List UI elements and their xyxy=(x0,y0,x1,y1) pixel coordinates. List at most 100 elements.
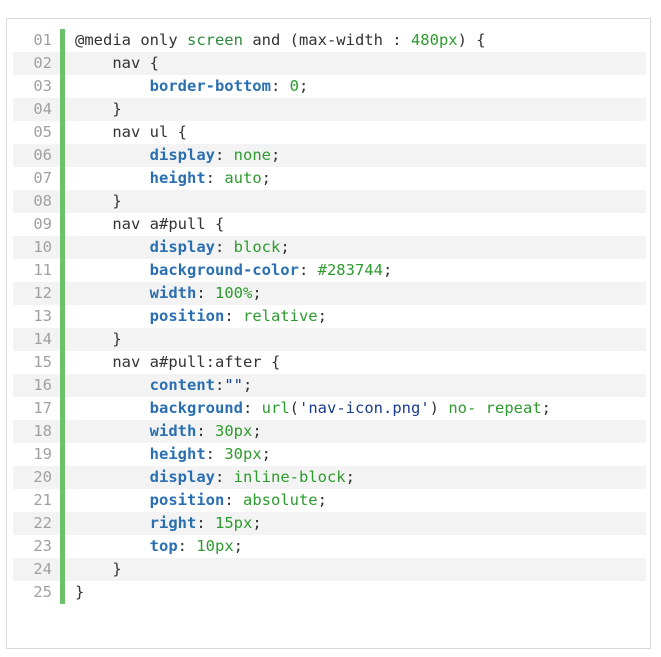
code-token: nav ul { xyxy=(75,123,187,141)
code-text: } xyxy=(65,328,646,351)
code-token: ) { xyxy=(457,31,486,49)
line-number: 21 xyxy=(13,489,65,512)
code-token: : xyxy=(224,491,243,509)
code-line: 14 } xyxy=(13,328,646,351)
code-token: ; xyxy=(252,422,262,440)
code-token: ; xyxy=(541,399,551,417)
code-token: width xyxy=(149,284,197,302)
code-token: } xyxy=(75,560,122,578)
code-line: 04 } xyxy=(13,98,646,121)
code-token: nav { xyxy=(75,54,159,72)
line-number: 10 xyxy=(13,236,65,259)
code-line: 07 height: auto; xyxy=(13,167,646,190)
code-line: 22 right: 15px; xyxy=(13,512,646,535)
code-token: block xyxy=(298,468,346,486)
code-token: ; xyxy=(243,376,253,394)
code-text: nav a#pull { xyxy=(65,213,646,236)
line-number: 14 xyxy=(13,328,65,351)
line-number: 20 xyxy=(13,466,65,489)
code-token: top xyxy=(149,537,178,555)
line-number: 18 xyxy=(13,420,65,443)
line-number: 07 xyxy=(13,167,65,190)
code-token: content xyxy=(149,376,215,394)
line-number: 23 xyxy=(13,535,65,558)
code-text: nav ul { xyxy=(65,121,646,144)
code-line: 03 border-bottom: 0; xyxy=(13,75,646,98)
code-line: 13 position: relative; xyxy=(13,305,646,328)
line-number: 19 xyxy=(13,443,65,466)
code-token: 30px xyxy=(224,445,262,463)
code-token: } xyxy=(75,330,122,348)
code-text: height: 30px; xyxy=(65,443,646,466)
code-token xyxy=(75,537,150,555)
code-line: 15 nav a#pull:after { xyxy=(13,351,646,374)
code-token: ; xyxy=(261,169,271,187)
code-text: height: auto; xyxy=(65,167,646,190)
code-text: nav { xyxy=(65,52,646,75)
code-token: ; xyxy=(299,77,309,95)
code-line: 17 background: url('nav-icon.png') no- r… xyxy=(13,397,646,420)
line-number: 09 xyxy=(13,213,65,236)
code-line: 23 top: 10px; xyxy=(13,535,646,558)
code-token: and (max-width : xyxy=(242,31,411,49)
code-line: 21 position: absolute; xyxy=(13,489,646,512)
code-line: 10 display: block; xyxy=(13,236,646,259)
code-token xyxy=(75,307,150,325)
line-number: 25 xyxy=(13,581,65,604)
code-token: background xyxy=(149,399,243,417)
code-text: nav a#pull:after { xyxy=(65,351,646,374)
code-token: ; xyxy=(317,491,327,509)
code-lines-list: 01@media only screen and (max-width : 48… xyxy=(13,29,646,604)
code-token: display xyxy=(149,146,215,164)
code-line: 09 nav a#pull { xyxy=(13,213,646,236)
code-token: position xyxy=(149,307,225,325)
code-token xyxy=(75,376,150,394)
code-token: background-color xyxy=(149,261,299,279)
code-token: border-bottom xyxy=(149,77,271,95)
code-text: display: block; xyxy=(65,236,646,259)
code-line: 24 } xyxy=(13,558,646,581)
code-token xyxy=(75,146,150,164)
code-token: none xyxy=(233,146,271,164)
code-token xyxy=(75,284,150,302)
code-line: 05 nav ul { xyxy=(13,121,646,144)
code-token: ; xyxy=(345,468,355,486)
code-token: ) xyxy=(429,399,449,417)
line-number: 12 xyxy=(13,282,65,305)
code-token: right xyxy=(149,514,197,532)
code-text: display: none; xyxy=(65,144,646,167)
code-line: 16 content:""; xyxy=(13,374,646,397)
code-text: } xyxy=(65,98,646,121)
code-token: : xyxy=(270,77,290,95)
line-number: 04 xyxy=(13,98,65,121)
line-number: 22 xyxy=(13,512,65,535)
code-token: : xyxy=(214,376,225,394)
code-block: 01@media only screen and (max-width : 48… xyxy=(6,18,651,649)
code-token: : xyxy=(196,422,215,440)
code-token: : xyxy=(242,399,262,417)
code-text: @media only screen and (max-width : 480p… xyxy=(65,29,646,52)
code-token: nav a#pull { xyxy=(75,215,225,233)
code-token: : xyxy=(205,445,225,463)
line-number: 15 xyxy=(13,351,65,374)
code-token: 0 xyxy=(289,77,299,95)
code-text: display: inline-block; xyxy=(65,466,646,489)
code-token: : xyxy=(205,169,225,187)
code-token: ; xyxy=(317,307,327,325)
code-token: : xyxy=(214,238,234,256)
line-number: 03 xyxy=(13,75,65,98)
code-token: 15px xyxy=(215,514,253,532)
line-number: 24 xyxy=(13,558,65,581)
code-token: ; xyxy=(382,261,393,279)
code-token: nav a#pull:after { xyxy=(75,353,281,371)
code-token: ; xyxy=(270,146,281,164)
code-token xyxy=(75,238,150,256)
code-token: auto xyxy=(224,169,262,187)
code-token: : xyxy=(214,146,234,164)
code-line: 02 nav { xyxy=(13,52,646,75)
code-token: display xyxy=(149,468,215,486)
code-token: ; xyxy=(280,238,290,256)
code-text: background-color: #283744; xyxy=(65,259,646,282)
code-token xyxy=(75,491,150,509)
code-token: height xyxy=(149,445,206,463)
